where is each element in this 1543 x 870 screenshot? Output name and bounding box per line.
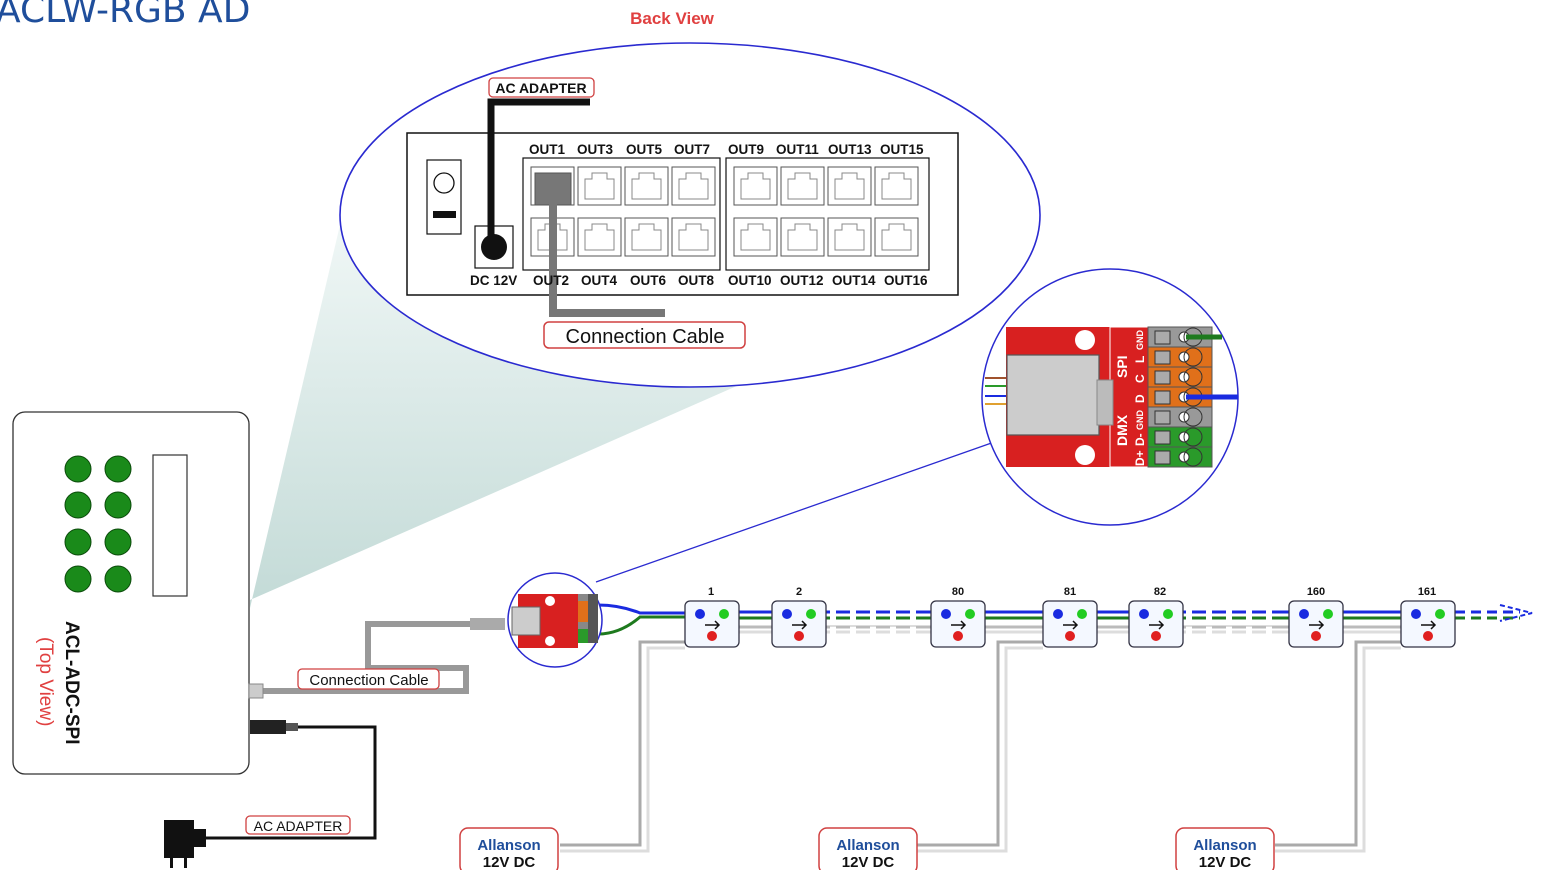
pin-label: C [1133,374,1147,383]
button [64,455,92,483]
dc-label: DC 12V [470,273,517,288]
ac-adapter-label: AC ADAPTER [254,818,343,834]
psu-brand: Allanson [836,837,899,854]
pin-label: D [1133,394,1147,403]
port-label: OUT3 [577,142,613,157]
connection-cable-label: Connection Cable [309,672,428,689]
pixel-number: 161 [1418,586,1436,598]
ac-adapter [164,720,377,868]
terminal-small [507,439,1001,668]
port-label: OUT15 [880,142,924,157]
pixel-node [684,600,740,648]
port-out5 [624,166,669,206]
display-window [152,454,188,597]
port-out9 [733,166,778,206]
back-view-label: Back View [630,9,715,28]
controller-top-view [12,411,250,775]
psu-rating: 12V DC [483,854,536,870]
controller-view-label: (Top View) [35,637,56,726]
power-supply: Allanson 12V DC [1175,827,1275,870]
psu-rating: 12V DC [1199,854,1252,870]
port-label: OUT16 [884,273,928,288]
port-label: OUT13 [828,142,872,157]
terminal-zoom [981,268,1239,526]
back-panel [406,98,959,317]
port-label: OUT14 [832,273,876,288]
page-title: ACLW-RGB AD [0,0,250,31]
power-supply: Allanson 12V DC [459,827,559,870]
pixel-wires [560,603,1533,853]
button [64,565,92,593]
pixel-number: 1 [708,586,714,598]
pin-label: D- [1133,433,1147,446]
button [104,565,132,593]
pixel-node [1128,600,1184,648]
port-out16 [874,217,919,257]
port-label: OUT8 [678,273,714,288]
rj45-jack [1006,354,1100,436]
pixel-number: 80 [952,586,964,598]
pixel-node [1042,600,1098,648]
pixel-number: 82 [1154,586,1166,598]
pixel-number: 160 [1307,586,1325,598]
port-label: OUT9 [728,142,764,157]
port-out4 [577,217,622,257]
pixel-node [930,600,986,648]
port-out14 [827,217,872,257]
button [64,528,92,556]
port-out12 [780,217,825,257]
port-label: OUT12 [780,273,824,288]
spi-label: SPI [1114,355,1130,378]
psu-rating: 12V DC [842,854,895,870]
port-out8 [671,217,716,257]
psu-brand: Allanson [1193,837,1256,854]
top-port-labels: OUT1 OUT3 OUT5 OUT7 OUT9 OUT11 OUT13 OUT… [529,142,924,157]
port-label: OUT1 [529,142,565,157]
port-out13 [827,166,872,206]
port-label: OUT10 [728,273,772,288]
port-out3 [577,166,622,206]
port-out15 [874,166,919,206]
port-out7 [671,166,716,206]
connection-cable [248,618,505,699]
dmx-label: DMX [1114,414,1130,446]
pixel-node [1288,600,1344,648]
button [104,528,132,556]
terminal-labels: SPI DMX GND L C D GND D- D+ [1114,330,1147,467]
port-label: OUT4 [581,273,617,288]
pin-label: D+ [1133,450,1147,466]
port-out10 [733,217,778,257]
port-label: OUT2 [533,273,569,288]
port-label: OUT5 [626,142,662,157]
port-out11 [780,166,825,206]
bottom-port-labels: DC 12V OUT2 OUT4 OUT6 OUT8 OUT10 OUT12 O… [470,273,928,288]
pixel-number: 81 [1064,586,1076,598]
button [104,491,132,519]
port-label: OUT11 [776,142,819,157]
pin-label: L [1133,356,1147,363]
port-label: OUT6 [630,273,666,288]
controller-model: ACL-ADC-SPI [61,621,82,745]
psu-brand: Allanson [477,837,540,854]
pin-label: GND [1135,330,1145,351]
ac-adapter-label-back: AC ADAPTER [495,80,586,96]
pixel-number: 2 [796,586,802,598]
pixel-node [1400,600,1456,648]
port-out6 [624,217,669,257]
pixel-nodes [684,600,1456,648]
button [64,491,92,519]
connection-cable-label-back: Connection Cable [566,326,725,348]
adapter-plug [164,820,194,858]
power-supply: Allanson 12V DC [818,827,918,870]
power-switch [426,159,462,235]
pin-label: GND [1135,410,1145,431]
pixel-node [771,600,827,648]
pixel-numbers: 1 2 80 81 82 160 161 [708,586,1436,598]
button [104,455,132,483]
port-label: OUT7 [674,142,710,157]
